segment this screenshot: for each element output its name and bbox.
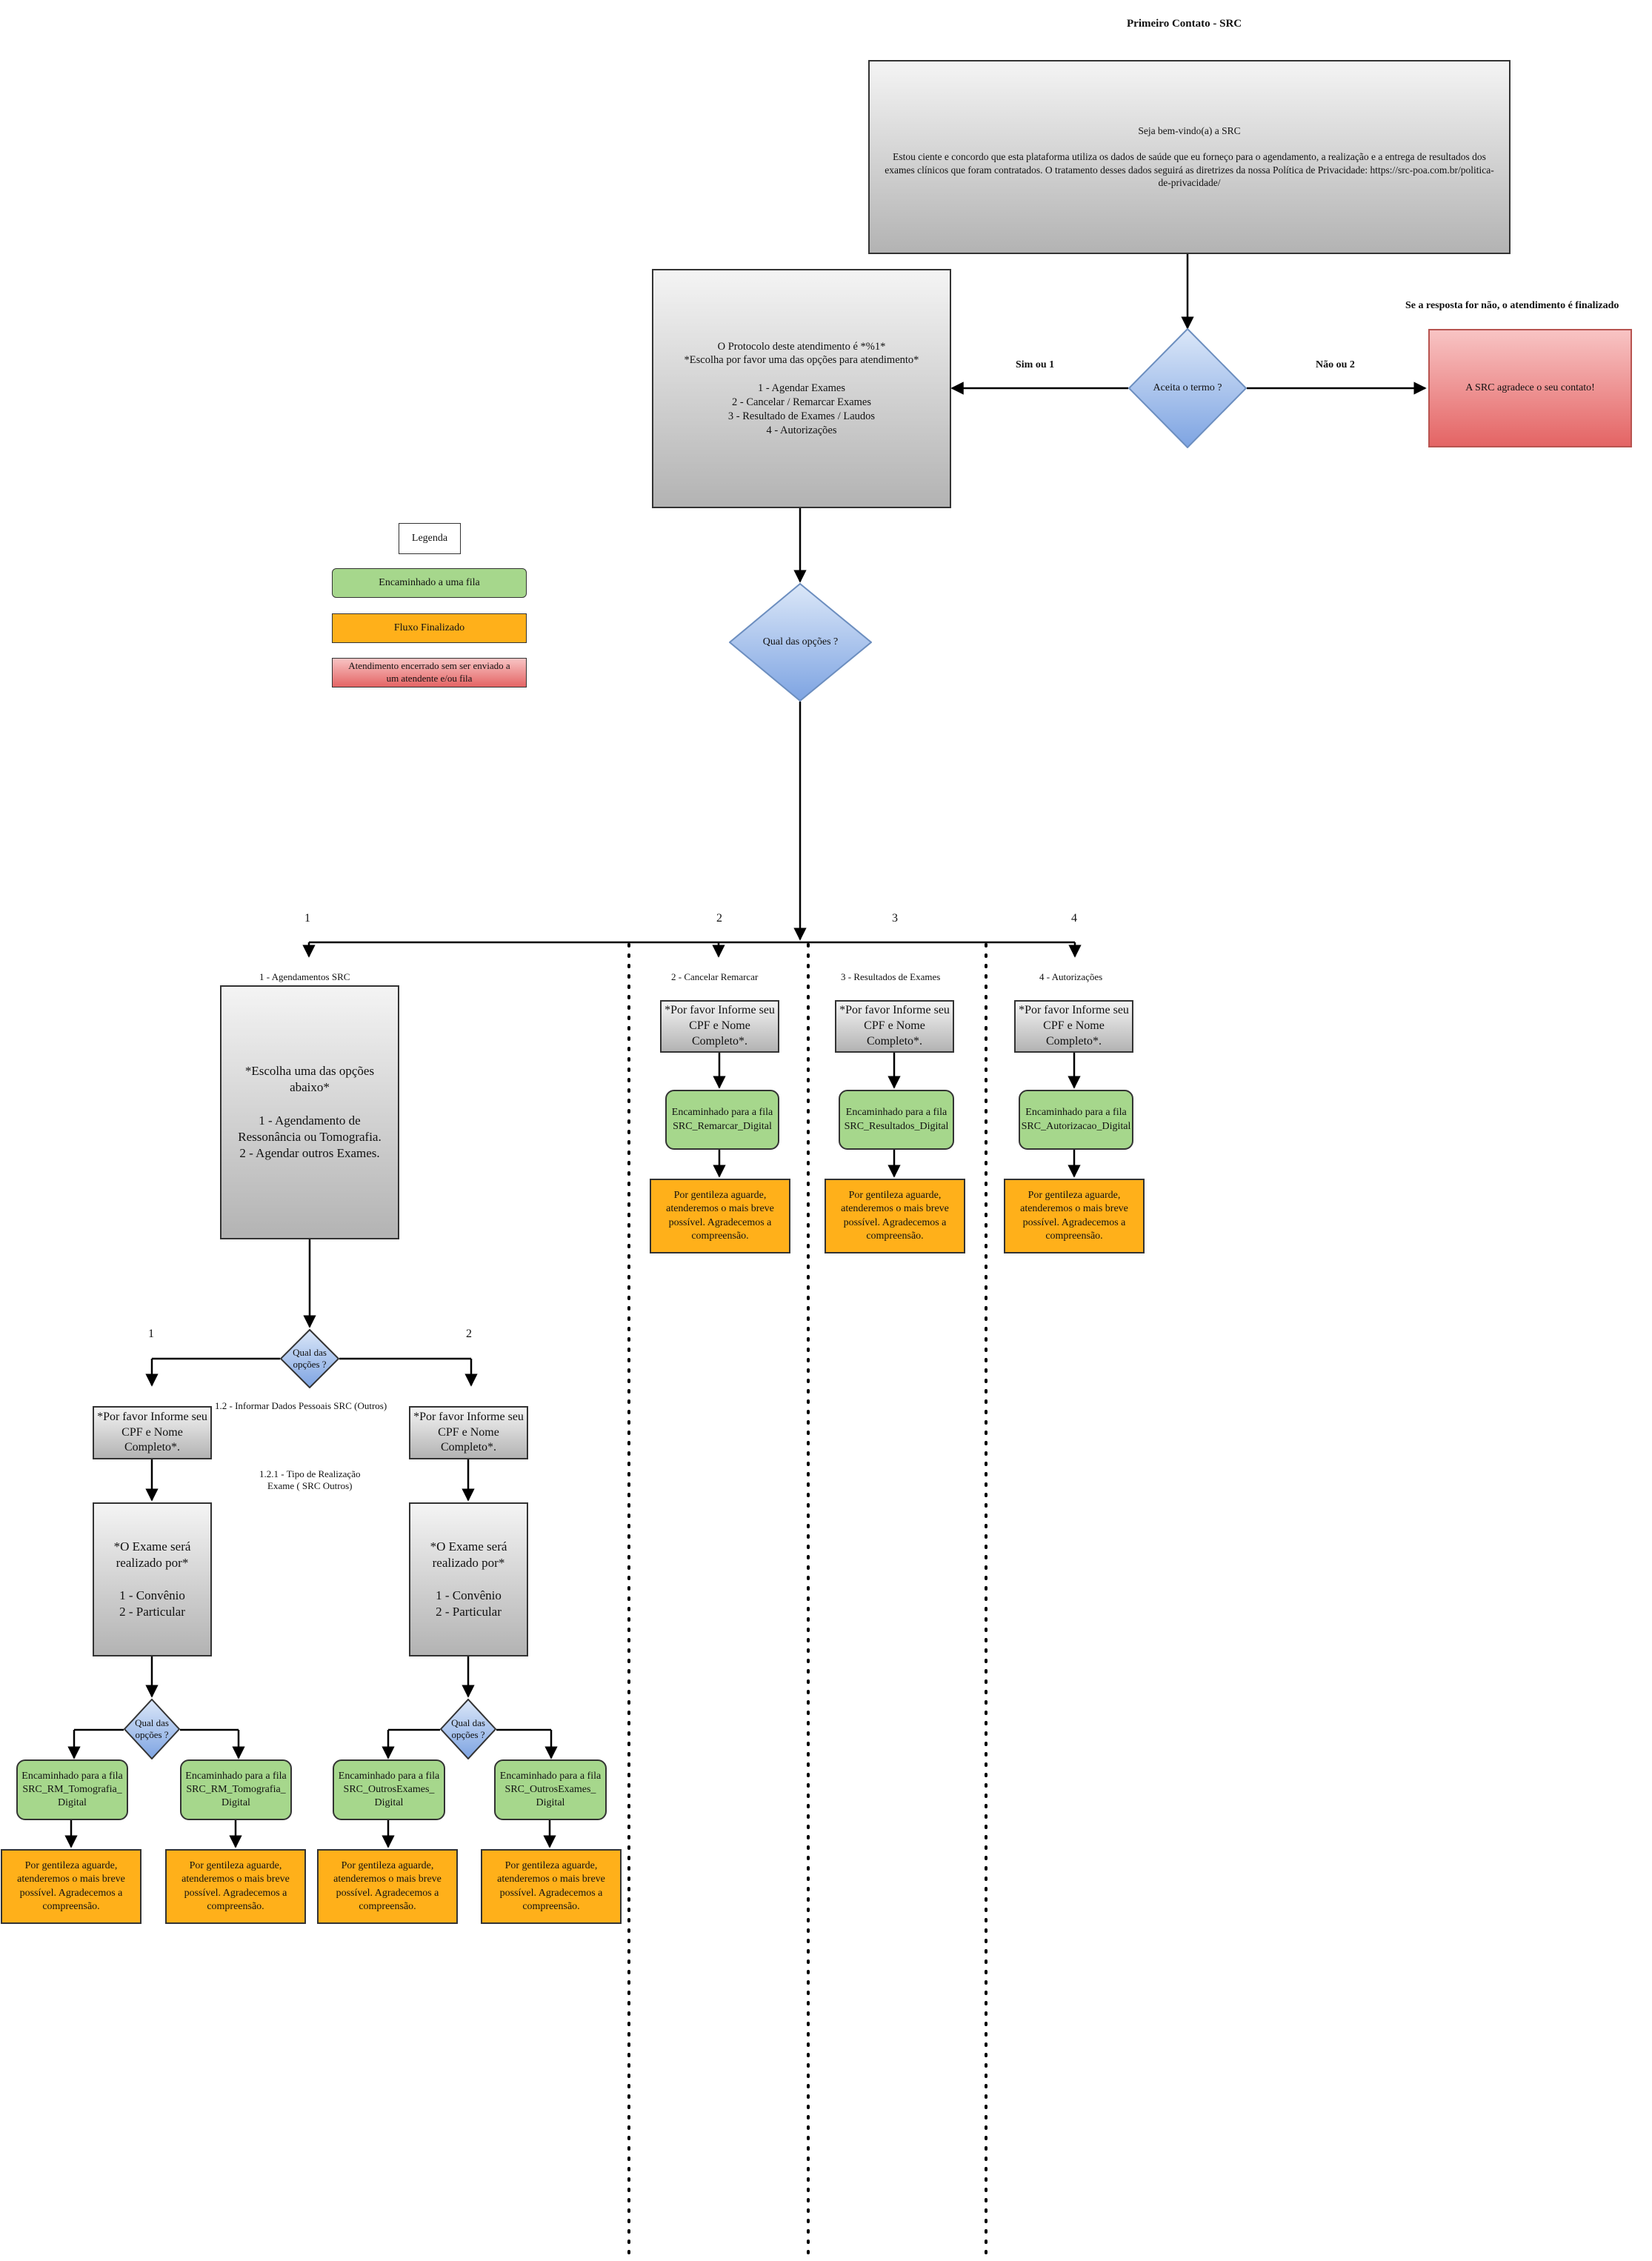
thanks-text: A SRC agradece o seu contato! xyxy=(1465,382,1595,393)
agendamentos-menu-box: *Escolha uma das opções abaixo* 1 - Agen… xyxy=(220,985,399,1239)
cpf-box-outros: *Por favor Informe seu CPF e Nome Comple… xyxy=(409,1406,528,1459)
tipo-label: 1.2.1 - Tipo de Realização Exame ( SRC O… xyxy=(259,1468,361,1491)
welcome-box: Seja bem-vindo(a) a SRC Estou ciente e c… xyxy=(868,60,1511,254)
cpf-box-autorizacoes: *Por favor Informe seu CPF e Nome Comple… xyxy=(1014,1000,1133,1053)
legend-finished: Fluxo Finalizado xyxy=(332,613,527,643)
exam-box-rm: *O Exame será realizado por* 1 - Convêni… xyxy=(93,1502,212,1656)
accept-decision: Aceita o termo ? xyxy=(1128,328,1247,448)
queue-rm-box-1: Encaminhado para a fila SRC_RM_Tomografi… xyxy=(16,1759,128,1820)
wait-box-resultados: Por gentileza aguarde, atenderemos o mai… xyxy=(825,1179,965,1253)
queue-autorizacao-box: Encaminhado para a fila SRC_Autorizacao_… xyxy=(1019,1090,1133,1150)
no-note: Se a resposta for não, o atendimento é f… xyxy=(1405,300,1619,311)
info-label: 1.2 - Informar Dados Pessoais SRC (Outro… xyxy=(215,1400,387,1411)
sub-branch-1-label: 1 xyxy=(148,1328,154,1340)
yes-label: Sim ou 1 xyxy=(1016,359,1055,370)
main-options-decision: Qual das opções ? xyxy=(729,583,872,702)
cpf-box-rm: *Por favor Informe seu CPF e Nome Comple… xyxy=(93,1406,212,1459)
agendamentos-menu-text: *Escolha uma das opções abaixo* 1 - Agen… xyxy=(238,1064,382,1160)
thanks-box: A SRC agradece o seu contato! xyxy=(1428,329,1632,447)
diagram-title: Primeiro Contato - SRC xyxy=(1127,18,1242,30)
queue-outros-box-1: Encaminhado para a fila SRC_OutrosExames… xyxy=(333,1759,445,1820)
branch-1-label: 1 xyxy=(304,912,310,925)
wait-box-autorizacoes: Por gentileza aguarde, atenderemos o mai… xyxy=(1004,1179,1145,1253)
wait-box-outros-1: Por gentileza aguarde, atenderemos o mai… xyxy=(317,1849,458,1924)
section-resultados: 3 - Resultados de Exames xyxy=(841,971,941,982)
wait-box-outros-2: Por gentileza aguarde, atenderemos o mai… xyxy=(481,1849,622,1924)
queue-rm-box-2: Encaminhado para a fila SRC_RM_Tomografi… xyxy=(180,1759,292,1820)
section-agendamentos: 1 - Agendamentos SRC xyxy=(259,971,350,982)
branch-4-label: 4 xyxy=(1071,912,1077,925)
cpf-box-resultados: *Por favor Informe seu CPF e Nome Comple… xyxy=(835,1000,954,1053)
outros-payment-decision: Qual das opções ? xyxy=(440,1699,496,1759)
queue-resultados-box: Encaminhado para a fila SRC_Resultados_D… xyxy=(839,1090,954,1150)
queue-remarcar-box: Encaminhado para a fila SRC_Remarcar_Dig… xyxy=(665,1090,779,1150)
protocol-text: O Protocolo deste atendimento é *%1* *Es… xyxy=(684,340,919,436)
wait-box-rm-2: Por gentileza aguarde, atenderemos o mai… xyxy=(165,1849,306,1924)
branch-2-label: 2 xyxy=(716,912,722,925)
sub-branch-2-label: 2 xyxy=(466,1328,472,1340)
legend-ended: Atendimento encerrado sem ser enviado a … xyxy=(332,658,527,687)
wait-box-cancelar: Por gentileza aguarde, atenderemos o mai… xyxy=(650,1179,790,1253)
rm-payment-decision: Qual das opções ? xyxy=(124,1699,180,1759)
cpf-box-cancelar: *Por favor Informe seu CPF e Nome Comple… xyxy=(660,1000,779,1053)
main-question: Qual das opções ? xyxy=(762,636,839,647)
agend-options-decision: Qual das opções ? xyxy=(280,1329,339,1388)
section-autorizacoes: 4 - Autorizações xyxy=(1039,971,1103,982)
no-label: Não ou 2 xyxy=(1316,359,1355,370)
welcome-text: Seja bem-vindo(a) a SRC Estou ciente e c… xyxy=(885,125,1494,189)
exam-box-outros: *O Exame será realizado por* 1 - Convêni… xyxy=(409,1502,528,1656)
branch-3-label: 3 xyxy=(892,912,898,925)
queue-outros-box-2: Encaminhado para a fila SRC_OutrosExames… xyxy=(494,1759,607,1820)
wait-box-rm-1: Por gentileza aguarde, atenderemos o mai… xyxy=(1,1849,141,1924)
protocol-box: O Protocolo deste atendimento é *%1* *Es… xyxy=(652,269,951,508)
accept-question: Aceita o termo ? xyxy=(1153,382,1222,393)
legend-title: Legenda xyxy=(399,523,461,554)
section-cancelar: 2 - Cancelar Remarcar xyxy=(671,971,759,982)
legend-queued: Encaminhado a uma fila xyxy=(332,568,527,598)
